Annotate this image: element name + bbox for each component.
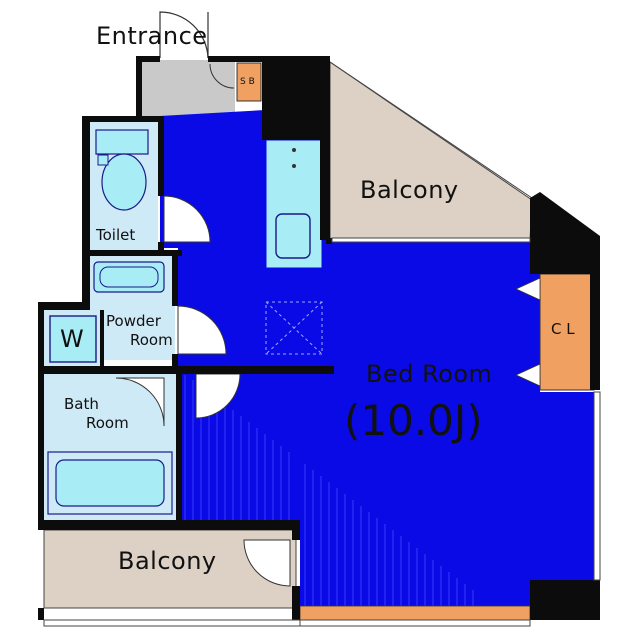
bedroom-door — [195, 373, 241, 419]
entry-hall — [140, 60, 235, 116]
floor-texture — [184, 375, 474, 606]
entry-inner-door — [209, 63, 235, 89]
kitchen-counter — [265, 139, 323, 269]
toilet-door — [163, 195, 211, 243]
balcony-top — [329, 61, 533, 241]
closet — [539, 273, 595, 391]
bathtub — [47, 451, 173, 515]
fridge-space — [265, 301, 323, 355]
shoe-box — [236, 62, 262, 102]
closet-doors — [515, 277, 541, 387]
toilet-fixture — [95, 129, 149, 211]
walls — [38, 56, 600, 620]
windows — [43, 237, 601, 627]
washer-space — [44, 310, 100, 366]
powder-door — [177, 305, 227, 355]
washbasin — [93, 261, 165, 293]
entrance-door — [159, 11, 209, 59]
balcony-bottom-door — [243, 539, 291, 587]
window-sill — [299, 605, 531, 621]
bath-door — [115, 377, 165, 427]
